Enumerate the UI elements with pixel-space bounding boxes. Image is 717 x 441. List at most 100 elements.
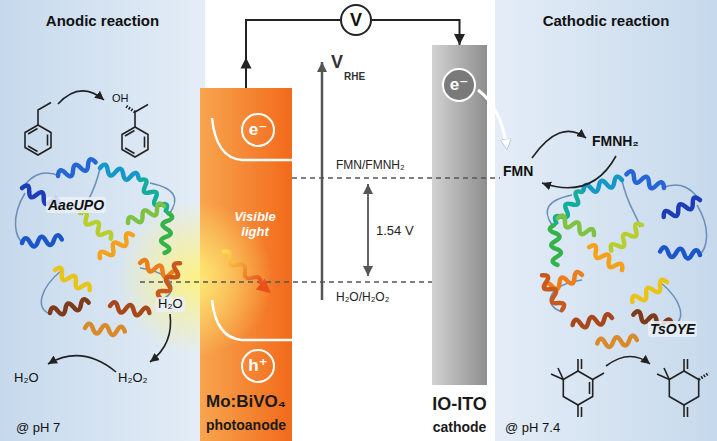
- voltmeter-circle: V: [340, 4, 372, 36]
- band-diagram: [212, 118, 292, 160]
- molecule-ketoisophorone: [551, 359, 604, 417]
- molecule-product: [683, 359, 685, 371]
- electron-transfer-arrow: [478, 90, 507, 150]
- text-holder: 1.54 V: [376, 221, 414, 239]
- text-holder: Cathodic reaction: [495, 12, 717, 30]
- text-holder: H₂O₂: [118, 368, 148, 386]
- reaction-arrow: [58, 91, 104, 104]
- peroxide-arrows: [48, 356, 116, 372]
- axis-label: V: [331, 52, 343, 73]
- voltage-label: 1.54 V: [376, 224, 414, 239]
- molecule-phenylethanol: [122, 127, 148, 157]
- node-text: Mo:BiVO₄: [206, 392, 286, 412]
- charge-circle: h⁺: [241, 349, 275, 383]
- reaction-panel: Cathodic reaction @ pH 7.4: [495, 0, 717, 441]
- molecule-ethylbenzene: [47, 135, 49, 146]
- molecule-phenylethanol: [144, 137, 146, 148]
- node-text: h⁺: [248, 356, 267, 376]
- molecule-phenylethanol: [126, 106, 135, 112]
- condition-note: @ pH 7.4: [505, 421, 560, 436]
- energy-scale: [140, 281, 432, 283]
- potential-label: H₂O/H₂O₂: [336, 291, 389, 305]
- node-text: V: [350, 10, 362, 31]
- molecule-phenylethanol: [135, 105, 148, 128]
- text-holder: V: [331, 52, 343, 73]
- cofactor-label: FMNH₂: [592, 133, 639, 149]
- photoanode-box: Mo:BiVO₄ photoanode e⁻ h⁺: [200, 88, 292, 441]
- molecule-product: [657, 374, 669, 380]
- molecule-product: [687, 407, 689, 417]
- circuit-wire: [372, 20, 460, 45]
- text-holder: FMN: [503, 162, 533, 180]
- panel-title: Cathodic reaction: [543, 12, 670, 29]
- cofactor-cycle: [532, 131, 586, 158]
- energy-scale: [140, 62, 500, 300]
- energy-scale: [292, 177, 500, 179]
- enzyme-label: AaeUPO: [46, 197, 106, 213]
- charge-circle: e⁻: [241, 113, 275, 147]
- text-holder: OH: [112, 88, 129, 106]
- node-text: photoanode: [206, 417, 286, 433]
- molecule-product: [664, 368, 669, 380]
- enzyme-right: [538, 170, 706, 348]
- molecule-ethylbenzene: [25, 103, 51, 156]
- molecule-product: [657, 359, 709, 417]
- band-diagram: [212, 118, 292, 340]
- circuit-connector: [372, 20, 465, 45]
- text-holder: Mo:BiVO₄: [200, 392, 292, 412]
- light-wave: [219, 249, 262, 287]
- energy-scale: [367, 184, 369, 276]
- molecule-phenylethanol: [125, 148, 135, 154]
- molecule-ketoisophorone: [593, 373, 604, 380]
- node-text: cathode: [433, 419, 487, 435]
- text-holder: AaeUPO: [46, 196, 106, 214]
- text-holder: TsOYE: [648, 320, 697, 338]
- molecule-ketoisophorone: [577, 405, 579, 417]
- text-holder: h⁺: [243, 351, 273, 381]
- peroxide-arrows: [150, 314, 171, 362]
- text-holder: @ pH 7: [16, 418, 60, 436]
- text-holder: @ pH 7.4: [505, 418, 560, 436]
- molecule-product: [687, 359, 689, 369]
- molecule-phenylethanol: [125, 131, 135, 137]
- node-text: e⁻: [249, 120, 267, 140]
- molecule-phenylethanol: [122, 105, 148, 158]
- enzyme-right: [538, 170, 706, 348]
- text-holder: H₂O: [156, 294, 185, 312]
- molecule-ketoisophorone: [563, 371, 592, 405]
- molecule-ethylbenzene: [38, 103, 51, 126]
- text-holder: Anodic reaction: [0, 12, 205, 30]
- text-holder: FMN/FMNH₂: [336, 155, 405, 173]
- text-holder: H₂O/H₂O₂: [336, 287, 389, 305]
- molecule-product: [699, 373, 709, 380]
- enzyme-left: [15, 158, 183, 336]
- molecule-ketoisophorone: [581, 359, 583, 369]
- cofactor-label: FMN: [503, 163, 533, 179]
- arrow-head: [241, 57, 252, 68]
- reaction-arrow: [606, 356, 650, 366]
- molecule-ethylbenzene: [28, 146, 38, 152]
- light-wave: [256, 279, 276, 299]
- molecule-product: [683, 405, 685, 417]
- charge-circle: e⁻: [442, 68, 476, 102]
- species-label: H₂O: [14, 371, 39, 386]
- node-text: IO-ITO: [432, 394, 487, 415]
- arrow-head: [454, 34, 465, 45]
- molecule-product: [669, 371, 698, 405]
- panel-title: Anodic reaction: [46, 12, 159, 29]
- group-label: OH: [112, 92, 129, 105]
- cofactor-cycle: [542, 156, 616, 188]
- text-holder: e⁻: [243, 115, 273, 145]
- text-holder: e⁻: [444, 70, 474, 100]
- enzyme-label: TsOYE: [648, 321, 697, 337]
- text-holder: FMNH₂: [592, 132, 639, 150]
- text-holder: photoanode: [200, 416, 292, 434]
- text-holder: RHE: [344, 66, 365, 84]
- circuit-connector: [241, 20, 341, 88]
- band-diagram: [212, 300, 292, 340]
- molecule-ketoisophorone: [589, 382, 591, 394]
